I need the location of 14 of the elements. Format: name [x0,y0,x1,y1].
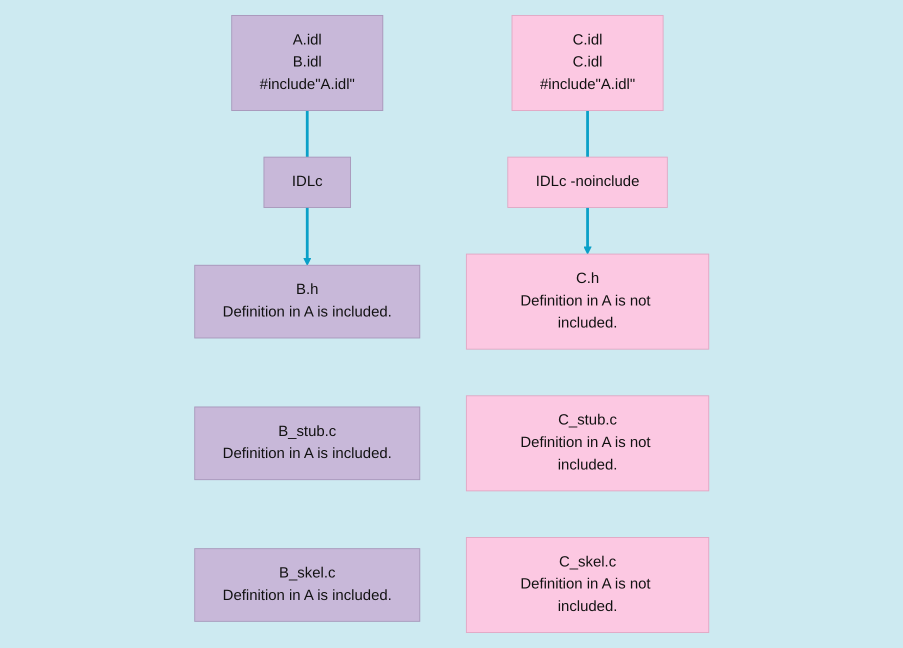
node-box: B_stub.c Definition in A is included. [194,406,420,480]
node-box: C_skel.c Definition in A is not included. [466,537,709,633]
node-box: C.idl C.idl #include"A.idl" [511,15,664,111]
arrow [583,207,592,254]
connector [306,110,308,158]
node-box: C_stub.c Definition in A is not included. [466,395,709,492]
arrow [302,207,312,266]
node-box: B_skel.c Definition in A is included. [194,548,420,622]
node-box: B.h Definition in A is included. [194,264,420,338]
node-box: IDLc -noinclude [507,156,668,208]
node-box: IDLc [263,156,351,208]
node-box: C.h Definition in A is not included. [466,254,709,350]
connector [586,110,589,158]
node-box: A.idl B.idl #include"A.idl" [231,15,384,111]
